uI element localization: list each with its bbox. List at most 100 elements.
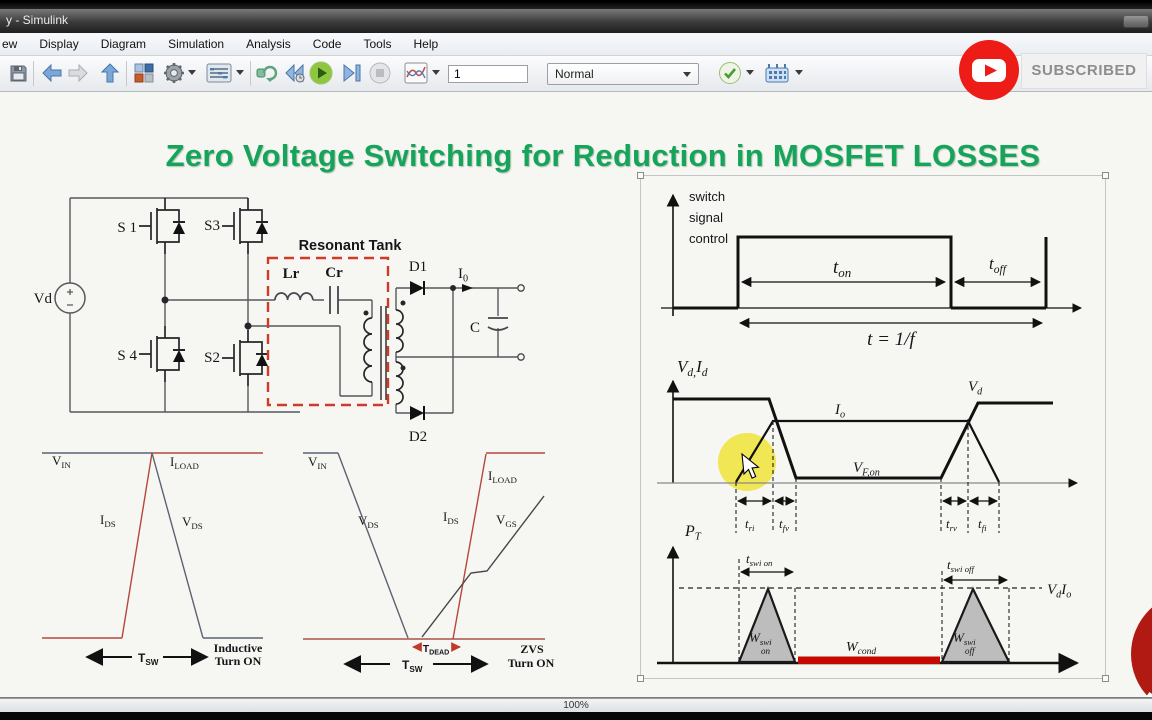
check-dropdown-caret[interactable] <box>746 70 756 80</box>
sim-mode-select[interactable]: Normal <box>547 63 699 85</box>
selection-handle[interactable] <box>637 675 644 682</box>
window-control-button[interactable] <box>1123 15 1149 28</box>
check-icon[interactable] <box>717 61 743 85</box>
model-canvas[interactable]: Zero Voltage Switching for Reduction in … <box>0 92 1152 698</box>
save-icon[interactable] <box>6 61 30 85</box>
update-diagram-icon[interactable] <box>255 61 279 85</box>
toolbar: Normal <box>0 56 1152 92</box>
label-tfv: tfv <box>779 516 789 533</box>
axis-label-switch: switch <box>689 189 725 204</box>
axis-label-signal: signal <box>689 210 723 225</box>
label-w-swi-off-2: off <box>965 646 976 656</box>
selection-handle[interactable] <box>1102 172 1109 179</box>
model-settings-dropdown-caret[interactable] <box>236 70 246 80</box>
scope-dropdown-caret[interactable] <box>432 70 442 80</box>
label-iload: ILOAD <box>170 454 199 471</box>
circuit-wires <box>69 197 518 414</box>
selected-figure[interactable]: switch signal control ton toff t = 1/f <box>637 172 1109 682</box>
run-icon[interactable] <box>308 61 334 85</box>
inductor-lr <box>274 292 314 301</box>
switch-off-loss-triangle <box>940 586 1011 664</box>
label-d1: D1 <box>409 259 427 275</box>
gear-dropdown-caret[interactable] <box>188 70 198 80</box>
circuit-diagram[interactable]: Vd S 1 S3 S 4 S2 Resonant Tank Lr Cr D1 … <box>28 185 572 447</box>
plot-zvs-turn-on[interactable]: VIN VDS IDS ILOAD VGS TDEAD TSW ZVS Turn… <box>295 440 565 680</box>
caption-turn-on: Turn ON <box>215 654 262 668</box>
video-letterbox-bottom <box>0 712 1152 720</box>
selection-handle[interactable] <box>1102 675 1109 682</box>
caption-inductive: Inductive <box>214 641 263 655</box>
label-s1: S 1 <box>117 220 137 236</box>
status-bar: 100% <box>0 698 1152 712</box>
caption-turn-on: Turn ON <box>508 656 555 670</box>
label-ids: IDS <box>100 512 116 529</box>
menu-analysis[interactable]: Analysis <box>246 37 291 51</box>
label-vds: VDS <box>358 513 379 530</box>
youtube-logo-icon[interactable] <box>958 39 1020 101</box>
subscribed-button[interactable]: SUBSCRIBED <box>1021 53 1147 89</box>
switching-waveforms-figure: switch signal control ton toff t = 1/f <box>657 189 1082 674</box>
label-w-swi-on: Wswi <box>749 630 772 647</box>
menu-view[interactable]: ew <box>2 37 18 51</box>
label-d2: D2 <box>409 429 427 445</box>
axis-label-control: control <box>689 231 728 246</box>
label-s3: S3 <box>204 218 220 234</box>
label-vd-source: Vd <box>34 291 53 307</box>
forward-icon[interactable] <box>66 61 90 85</box>
label-io: I0 <box>458 266 468 285</box>
label-tsw: TSW <box>138 651 159 667</box>
voltage-current-plot: Vd,Id Io VF,on Vd tri tfv trv tfi <box>657 357 1078 533</box>
label-t-off: toff <box>989 254 1008 276</box>
label-w-cond: Wcond <box>846 640 876 657</box>
up-icon[interactable] <box>98 61 122 85</box>
label-vin: VIN <box>52 453 71 470</box>
library-browser-icon[interactable] <box>132 61 156 85</box>
mosfet-s4 <box>138 325 186 383</box>
stop-icon[interactable] <box>368 61 392 85</box>
label-w-swi-off: Wswi <box>953 630 976 647</box>
menu-tools[interactable]: Tools <box>363 37 392 51</box>
label-tsw: TSW <box>402 658 423 674</box>
back-icon[interactable] <box>40 61 64 85</box>
title-bar[interactable]: y - Simulink <box>0 9 1152 33</box>
menu-code[interactable]: Code <box>312 37 342 51</box>
menu-simulation[interactable]: Simulation <box>168 37 225 51</box>
voltage-source <box>54 282 86 314</box>
sim-stop-time-input[interactable] <box>448 65 528 83</box>
step-forward-icon[interactable] <box>340 61 364 85</box>
label-t-swi-on: tswi on <box>746 551 773 568</box>
capacitor-c <box>487 317 509 331</box>
waveform-vds <box>337 452 409 639</box>
label-s4: S 4 <box>117 348 137 364</box>
label-vd: Vd <box>968 379 983 398</box>
label-vfon: VF,on <box>853 460 880 479</box>
power-loss-plot: PT tswi on tswi off VdIo Wswi on Wcond W… <box>657 523 1080 674</box>
menu-display[interactable]: Display <box>39 37 79 51</box>
mosfet-s2 <box>221 329 269 387</box>
zoom-level: 100% <box>563 700 589 711</box>
window-title: y - Simulink <box>6 13 69 27</box>
plot-inductive-turn-on[interactable]: VIN ILOAD IDS VDS TSW Inductive Turn ON <box>35 440 290 676</box>
label-tdead: TDEAD <box>423 643 450 657</box>
slide-title: Zero Voltage Switching for Reduction in … <box>165 138 1041 173</box>
capacitor-cr <box>329 286 339 314</box>
gear-icon[interactable] <box>162 61 186 85</box>
model-settings-icon[interactable] <box>205 61 233 85</box>
step-back-icon[interactable] <box>283 61 307 85</box>
label-iload: ILOAD <box>488 468 517 485</box>
label-lr: Lr <box>283 266 300 282</box>
timing-plot: switch signal control ton toff t = 1/f <box>661 189 1082 350</box>
sim-mode-value: Normal <box>555 67 594 81</box>
build-icon[interactable] <box>763 61 791 85</box>
label-trv: trv <box>946 516 957 533</box>
label-vgs: VGS <box>496 512 517 529</box>
label-cr: Cr <box>325 265 343 281</box>
selection-handle[interactable] <box>637 172 644 179</box>
menu-help[interactable]: Help <box>413 37 439 51</box>
mouse-cursor <box>741 452 760 479</box>
menu-diagram[interactable]: Diagram <box>100 37 147 51</box>
scope-icon[interactable] <box>403 61 429 85</box>
label-tfi: tfi <box>978 516 987 533</box>
build-dropdown-caret[interactable] <box>795 70 805 80</box>
